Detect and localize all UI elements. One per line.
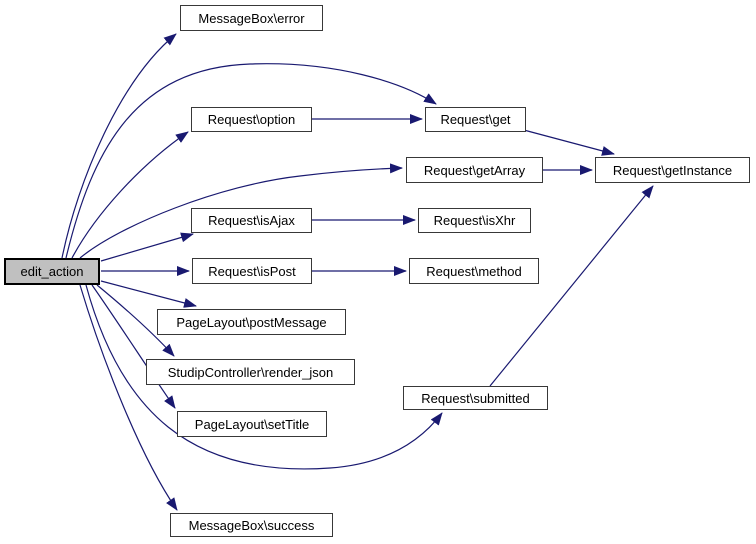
edge-edit_action-to-messagebox_error (61, 33, 177, 259)
edge-edit_action-to-request_isajax (100, 232, 194, 262)
node-messagebox_success[interactable]: MessageBox\success (170, 513, 333, 537)
node-request_isxhr[interactable]: Request\isXhr (418, 208, 531, 233)
node-pagelayout_settitle[interactable]: PageLayout\setTitle (177, 411, 327, 437)
edge-edit_action-to-messagebox_success (79, 284, 178, 511)
node-request_option[interactable]: Request\option (191, 107, 312, 132)
edge-request_submitted-to-request_getinstance (489, 185, 654, 387)
node-request_isajax[interactable]: Request\isAjax (191, 208, 312, 233)
node-request_getarray[interactable]: Request\getArray (406, 157, 543, 183)
node-request_ispost[interactable]: Request\isPost (192, 258, 312, 284)
node-request_getinstance[interactable]: Request\getInstance (595, 157, 750, 183)
edge-edit_action-to-studipcontroller_render_json (96, 284, 175, 357)
edge-edit_action-to-request_option (71, 131, 189, 259)
node-request_submitted[interactable]: Request\submitted (403, 386, 548, 410)
node-pagelayout_postmessage[interactable]: PageLayout\postMessage (157, 309, 346, 335)
node-request_method[interactable]: Request\method (409, 258, 539, 284)
node-studipcontroller_render_json[interactable]: StudipController\render_json (146, 359, 355, 385)
edge-edit_action-to-request_getarray (79, 163, 403, 259)
edge-request_get-to-request_getinstance (519, 128, 615, 156)
edge-edit_action-to-pagelayout_settitle (91, 284, 176, 409)
node-edit_action: edit_action (4, 258, 100, 285)
edge-edit_action-to-request_submitted (85, 284, 443, 470)
edge-edit_action-to-pagelayout_postmessage (100, 280, 197, 308)
node-messagebox_error[interactable]: MessageBox\error (180, 5, 323, 31)
node-request_get[interactable]: Request\get (425, 107, 526, 132)
edge-edit_action-to-request_get (65, 63, 437, 259)
